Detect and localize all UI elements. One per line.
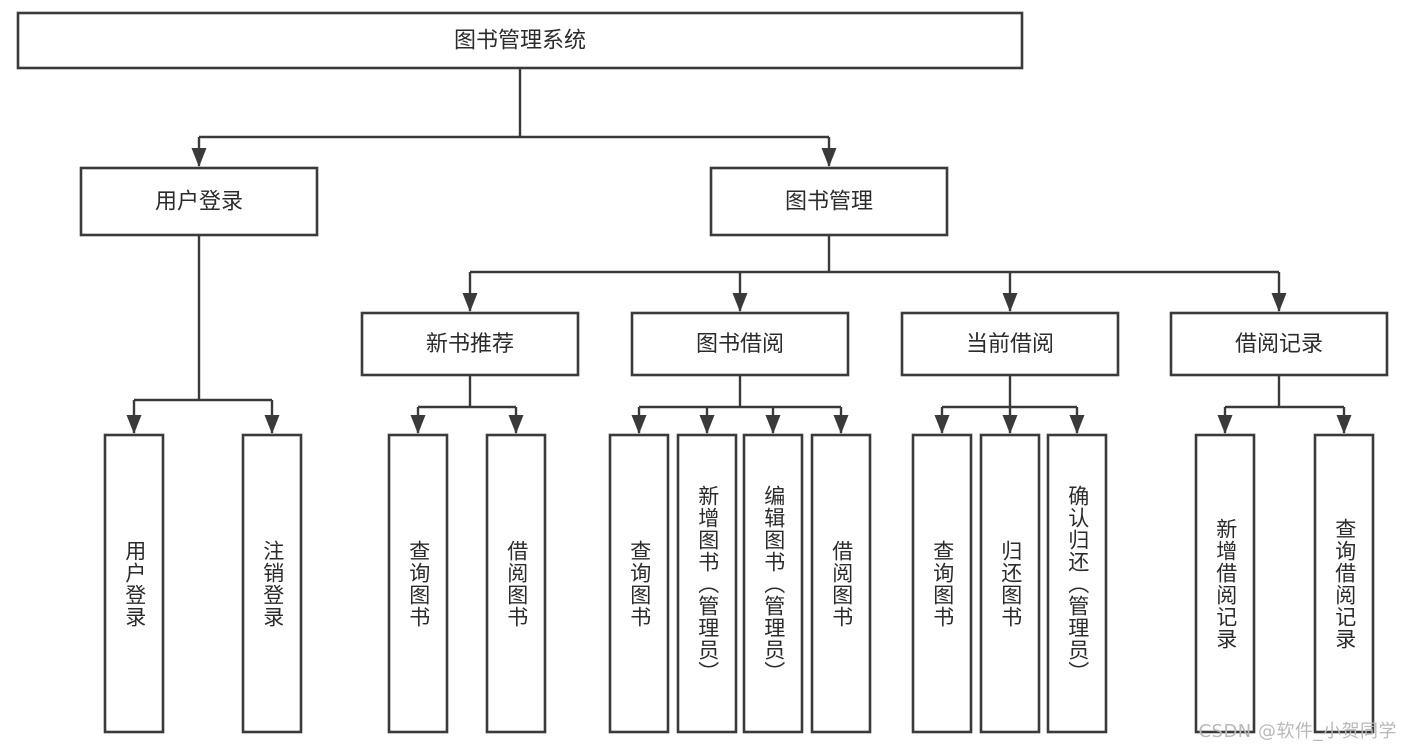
node-label: 用户登录 — [155, 190, 243, 215]
arrow-head-icon — [126, 415, 142, 434]
csdn-watermark: CSDN @软件_小贺同学 — [1198, 721, 1397, 742]
arrow-head-icon — [934, 415, 950, 434]
node-leaf-3[interactable] — [485, 433, 547, 734]
node-level2-0[interactable] — [79, 166, 319, 237]
node-leaf-5[interactable] — [676, 433, 738, 734]
arrow-head-icon — [191, 148, 207, 167]
node-leaf-8[interactable] — [911, 433, 973, 734]
node-label: 借阅记录 — [1235, 332, 1323, 357]
node-label: 新书推荐 — [426, 332, 514, 357]
arrow-head-icon — [1002, 293, 1018, 312]
arrow-head-icon — [765, 415, 781, 434]
node-leaf-4[interactable] — [608, 433, 670, 734]
node-box-layer — [16, 11, 1389, 734]
node-leaf-0[interactable] — [103, 433, 165, 734]
node-leaf-6[interactable] — [742, 433, 804, 734]
node-label: 当前借阅 — [966, 332, 1054, 357]
arrow-head-icon — [1002, 415, 1018, 434]
arrow-head-icon — [732, 293, 748, 312]
arrow-head-icon — [1069, 415, 1085, 434]
node-leaf-9[interactable] — [979, 433, 1041, 734]
arrow-head-icon — [264, 415, 280, 434]
arrow-head-icon — [631, 415, 647, 434]
arrow-head-icon — [833, 415, 849, 434]
arrow-head-icon — [462, 293, 478, 312]
node-leaf-7[interactable] — [810, 433, 872, 734]
node-level3-2[interactable] — [900, 311, 1120, 377]
node-leaf-10[interactable] — [1046, 433, 1108, 734]
node-leaf-12[interactable] — [1313, 433, 1375, 734]
node-level2-1[interactable] — [709, 166, 949, 237]
node-leaf-2[interactable] — [387, 433, 449, 734]
node-leaf-1[interactable] — [241, 433, 303, 734]
connector-layer — [126, 68, 1352, 434]
arrow-head-icon — [699, 415, 715, 434]
arrow-head-icon — [508, 415, 524, 434]
node-root-system[interactable] — [16, 11, 1024, 70]
node-label: 图书管理 — [785, 190, 873, 215]
node-label: 图书借阅 — [696, 332, 784, 357]
arrow-head-icon — [821, 148, 837, 167]
node-level3-0[interactable] — [360, 311, 580, 377]
node-level3-1[interactable] — [630, 311, 850, 377]
arrow-head-icon — [1217, 415, 1233, 434]
arrow-head-icon — [1271, 293, 1287, 312]
node-leaf-11[interactable] — [1194, 433, 1256, 734]
arrow-head-icon — [410, 415, 426, 434]
node-label: 图书管理系统 — [454, 29, 586, 54]
arrow-head-icon — [1336, 415, 1352, 434]
node-level3-3[interactable] — [1169, 311, 1389, 377]
